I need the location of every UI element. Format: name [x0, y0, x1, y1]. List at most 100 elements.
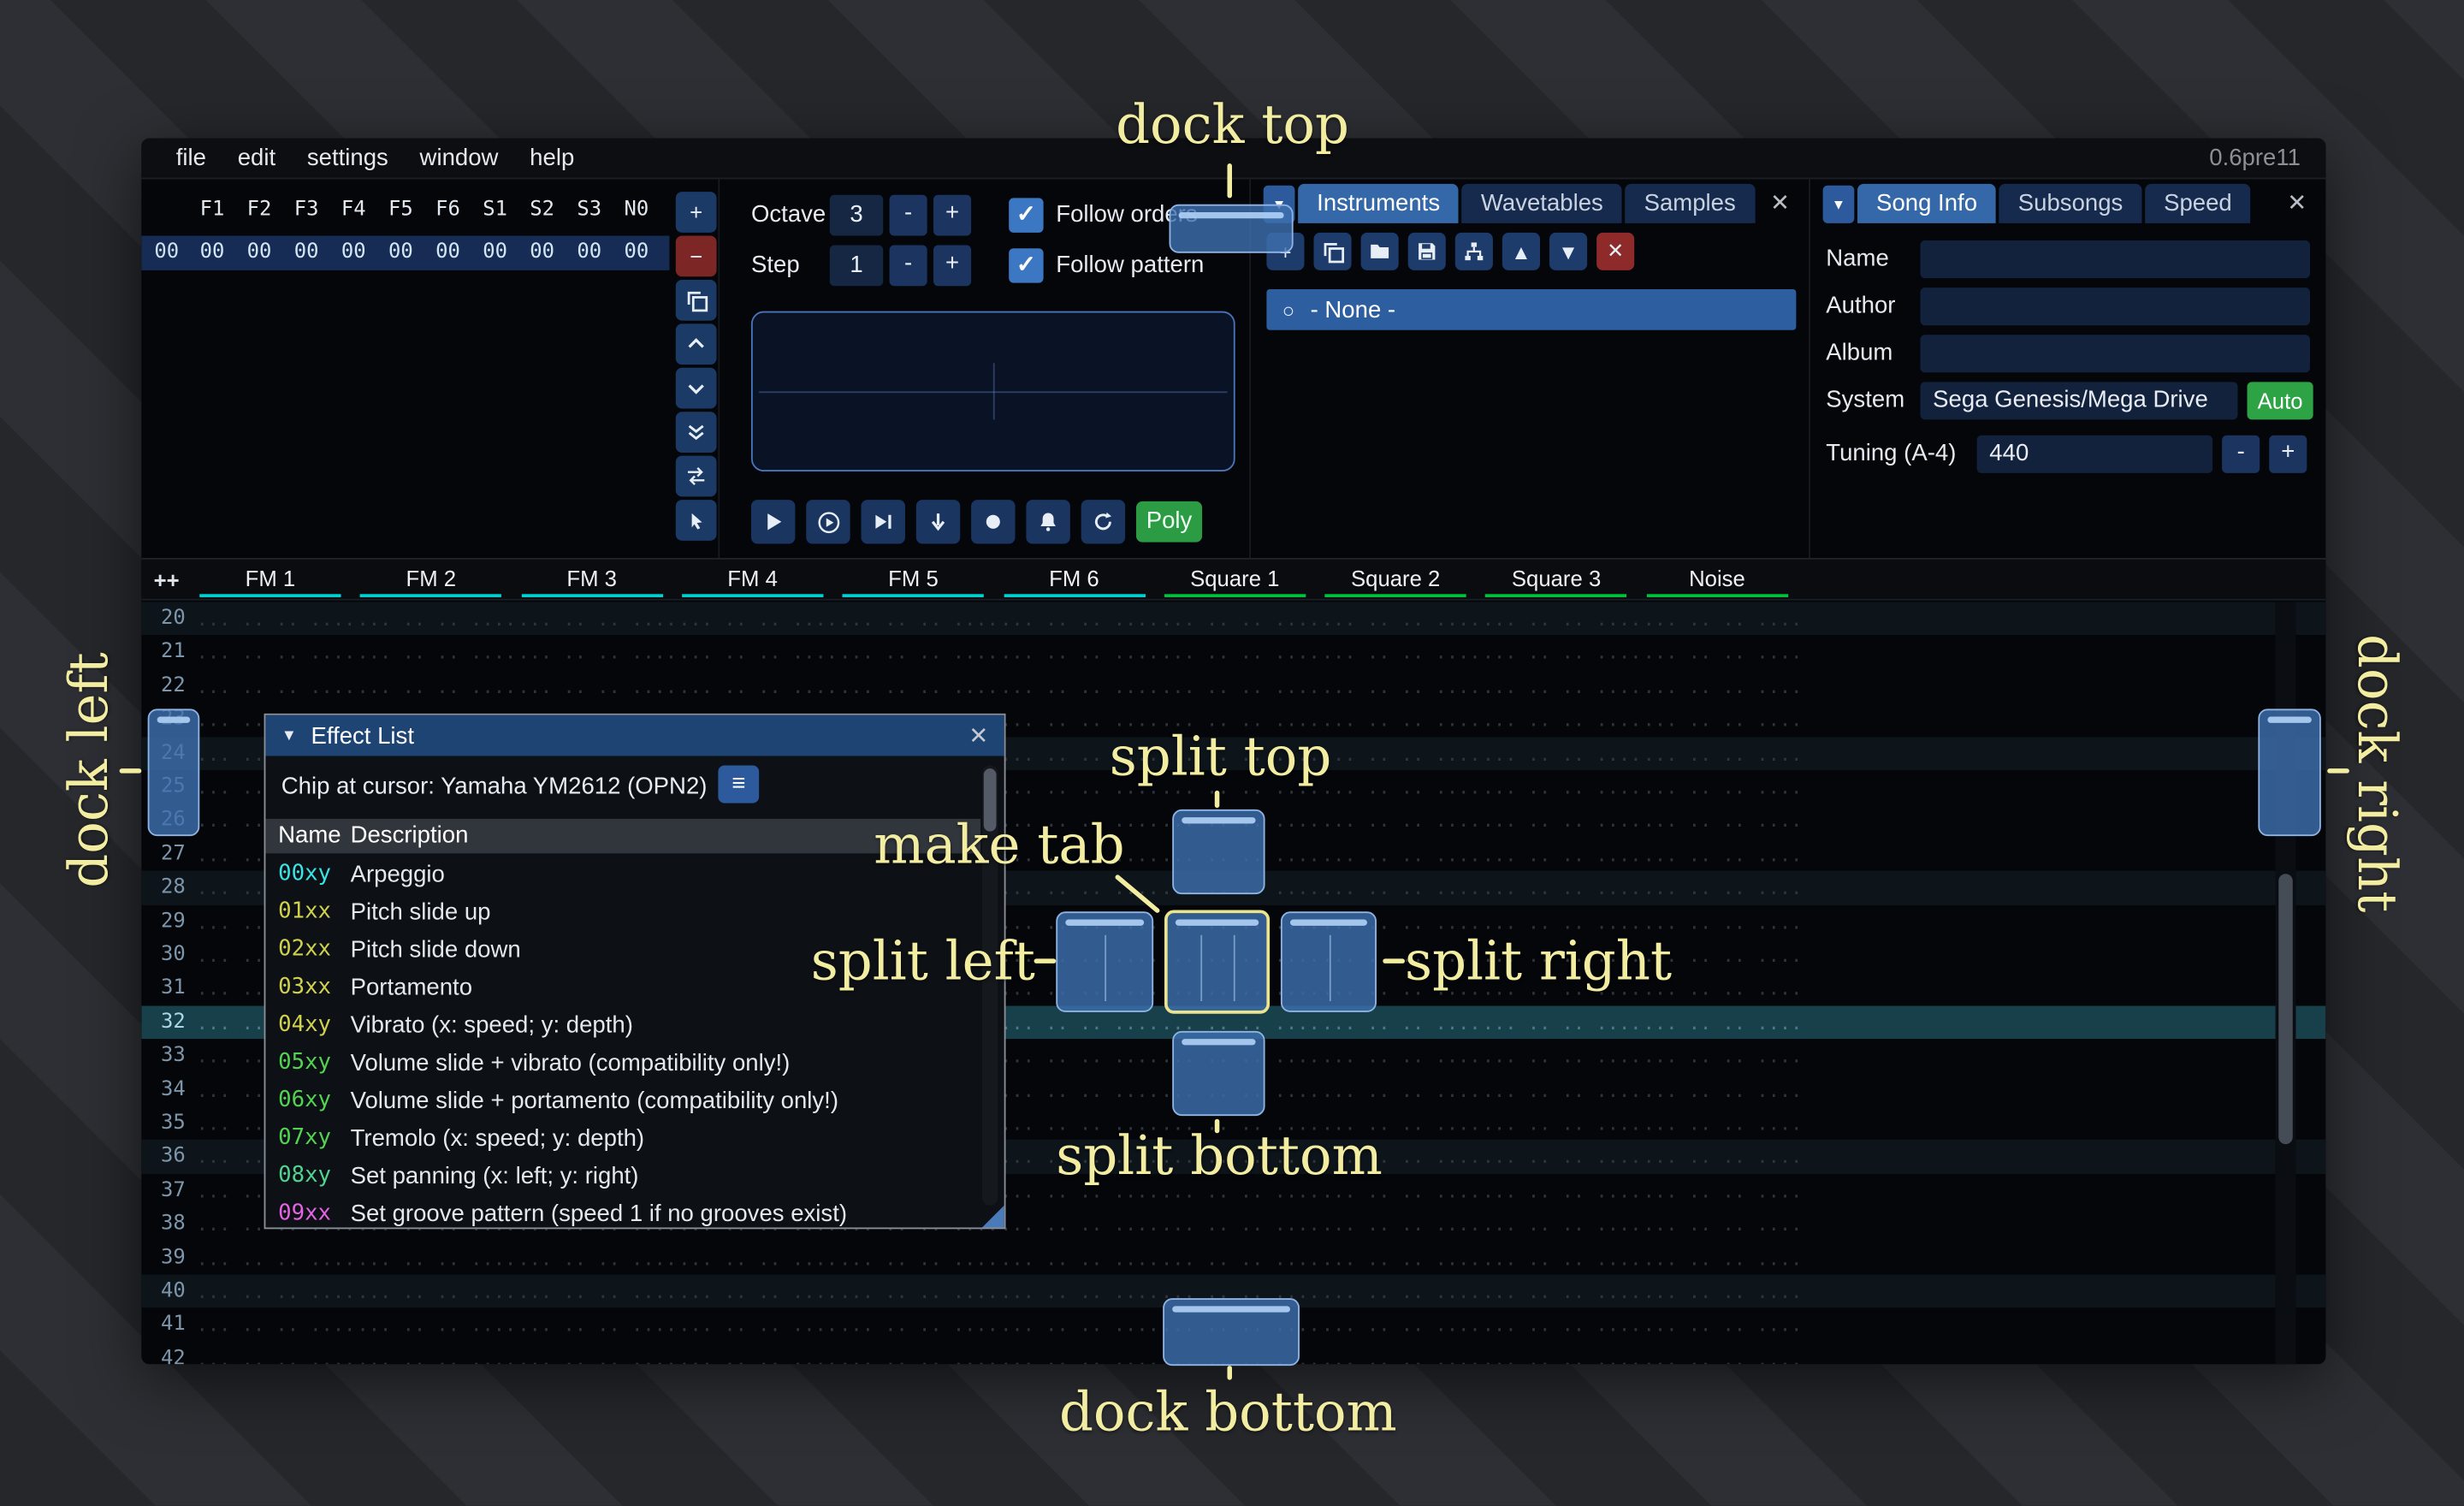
collapse-icon[interactable]: ▼	[281, 726, 297, 744]
split-bottom-target[interactable]	[1172, 1030, 1265, 1117]
pattern-cell[interactable]: ... .. .. ....	[1321, 743, 1481, 765]
deep-clone-order-button[interactable]	[675, 412, 717, 453]
pattern-cell[interactable]: ... .. .. ....	[1482, 1247, 1642, 1270]
pattern-cell[interactable]: ... .. .. ....	[1643, 843, 1803, 866]
pattern-cell[interactable]: ... .. .. ....	[1482, 1045, 1642, 1068]
pattern-cell[interactable]: ... .. .. ....	[1000, 1247, 1159, 1270]
channel-header-square-3[interactable]: Square 3	[1476, 560, 1636, 601]
dock-right-target[interactable]	[2258, 709, 2321, 837]
pattern-cell[interactable]: ... .. .. ....	[1321, 1247, 1481, 1270]
pattern-cell[interactable]: ... .. .. ....	[678, 1280, 838, 1303]
split-left-target[interactable]	[1056, 911, 1154, 1012]
pattern-cell[interactable]: ... .. .. ....	[1482, 1213, 1642, 1236]
pattern-cell[interactable]: ... .. .. ....	[518, 1280, 678, 1303]
pattern-cell[interactable]: ... .. .. ....	[1000, 608, 1159, 631]
pattern-cell[interactable]: ... .. .. ....	[1321, 1180, 1481, 1202]
close-icon[interactable]: ✕	[968, 722, 989, 750]
pattern-cell[interactable]: ... .. .. ....	[1482, 1146, 1642, 1169]
pattern-cell[interactable]: ... .. .. ....	[1321, 1146, 1481, 1169]
move-cursor-down-button[interactable]	[915, 500, 961, 544]
pattern-cell[interactable]: ... .. .. ....	[1482, 1180, 1642, 1202]
pattern-cell[interactable]: ... .. .. ....	[518, 642, 678, 664]
pattern-cell[interactable]: ... .. .. ....	[1643, 1146, 1803, 1169]
make-tab-target[interactable]	[1164, 910, 1270, 1014]
pattern-cell[interactable]: ... .. .. ....	[678, 642, 838, 664]
dock-left-target[interactable]	[147, 709, 200, 837]
order-value[interactable]: 00	[388, 240, 413, 264]
pattern-cell[interactable]: ... .. .. ....	[1643, 1112, 1803, 1135]
pattern-cell[interactable]: ... .. .. ....	[1482, 1112, 1642, 1135]
pattern-cell[interactable]: ... .. .. ....	[1321, 1045, 1481, 1068]
move-order-down-button[interactable]	[675, 367, 717, 409]
pattern-cell[interactable]: ... .. .. ....	[357, 675, 517, 698]
effect-list-menu-button[interactable]: ≡	[718, 765, 760, 803]
pattern-cell[interactable]: ... .. .. ....	[1482, 1079, 1642, 1101]
pattern-cell[interactable]: ... .. .. ....	[1643, 910, 1803, 934]
pattern-cell[interactable]: ... .. .. ....	[1160, 675, 1320, 698]
order-row-number[interactable]: 00	[154, 240, 180, 264]
instrument-list-item[interactable]: ○ - None -	[1266, 288, 1797, 330]
pattern-cell[interactable]: ... .. .. ....	[1000, 642, 1159, 664]
pattern-cell[interactable]: ... .. .. ....	[1643, 1045, 1803, 1068]
pattern-cell[interactable]: ... .. .. ....	[1160, 1247, 1320, 1270]
pattern-cell[interactable]: ... .. .. ....	[1643, 608, 1803, 631]
album-field[interactable]	[1920, 335, 2310, 373]
pattern-cell[interactable]: ... .. .. ....	[196, 1280, 356, 1303]
tuning-decrease-button[interactable]: -	[2222, 435, 2260, 473]
pattern-cell[interactable]: ... .. .. ....	[1321, 1011, 1481, 1035]
pattern-cell[interactable]: ... .. .. ....	[1321, 1348, 1481, 1365]
effect-list-scrollbar[interactable]	[981, 765, 998, 1206]
pattern-cell[interactable]: ... .. .. ....	[1643, 1180, 1803, 1202]
pattern-cell[interactable]: ... .. .. ....	[357, 1280, 517, 1303]
pattern-cell[interactable]: ... .. .. ....	[839, 608, 998, 631]
pattern-scrollbar-thumb[interactable]	[2278, 874, 2293, 1145]
poly-button[interactable]: Poly	[1135, 501, 1203, 543]
pattern-cell[interactable]: ... .. .. ....	[1643, 642, 1803, 664]
pattern-cell[interactable]: ... .. .. ....	[1321, 809, 1481, 833]
name-field[interactable]	[1920, 240, 2310, 279]
pattern-cell[interactable]: ... .. .. ....	[1000, 1348, 1159, 1365]
pattern-cell[interactable]: ... .. .. ....	[1643, 776, 1803, 799]
add-channel-button[interactable]: ++	[153, 567, 180, 593]
pattern-cell[interactable]: ... .. .. ....	[357, 1247, 517, 1270]
pattern-cell[interactable]: ... .. .. ....	[1160, 1011, 1320, 1035]
step-decrease-button[interactable]: -	[889, 245, 927, 287]
pattern-cell[interactable]: ... .. .. ....	[1482, 944, 1642, 967]
dock-top-target[interactable]	[1169, 204, 1294, 253]
pattern-cell[interactable]: ... .. .. ....	[1321, 1280, 1481, 1303]
pattern-cell[interactable]: ... .. .. ....	[196, 642, 356, 664]
pattern-cell[interactable]: ... .. .. ....	[357, 642, 517, 664]
pattern-cell[interactable]: ... .. .. ....	[1000, 675, 1159, 698]
pattern-cell[interactable]: ... .. .. ....	[839, 1314, 998, 1337]
split-top-target[interactable]	[1172, 809, 1265, 895]
pattern-cell[interactable]: ... .. .. ....	[1160, 1146, 1320, 1169]
pattern-cell[interactable]: ... .. .. ....	[1643, 1011, 1803, 1035]
channel-header-fm-4[interactable]: FM 4	[672, 560, 832, 601]
pattern-cell[interactable]: ... .. .. ....	[1321, 1112, 1481, 1135]
menu-settings[interactable]: settings	[306, 144, 388, 172]
pattern-cell[interactable]: ... .. .. ....	[1482, 877, 1642, 899]
effect-list-title-bar[interactable]: ▼ Effect List ✕	[265, 714, 1004, 756]
pattern-cell[interactable]: ... .. .. ....	[1321, 843, 1481, 866]
pattern-cell[interactable]: ... .. .. ....	[1643, 1079, 1803, 1101]
system-field[interactable]: Sega Genesis/Mega Drive	[1920, 382, 2238, 420]
assets-tab-samples[interactable]: Samples	[1625, 183, 1755, 223]
pattern-cell[interactable]: ... .. .. ....	[1160, 743, 1320, 765]
pattern-cell[interactable]: ... .. .. ....	[839, 642, 998, 664]
pattern-cell[interactable]: ... .. .. ....	[678, 1314, 838, 1337]
pattern-cell[interactable]: ... .. .. ....	[1000, 1314, 1159, 1337]
song-tab-speed[interactable]: Speed	[2145, 183, 2251, 223]
channel-header-fm-2[interactable]: FM 2	[351, 560, 511, 601]
tuning-field[interactable]: 440	[1976, 435, 2213, 473]
order-value[interactable]: 00	[483, 240, 507, 264]
move-instrument-up-button[interactable]: ▲	[1502, 232, 1540, 270]
order-value[interactable]: 00	[624, 240, 649, 264]
menu-edit[interactable]: edit	[237, 144, 276, 172]
move-order-up-button[interactable]	[675, 323, 717, 365]
menu-window[interactable]: window	[419, 144, 499, 172]
pattern-cell[interactable]: ... .. .. ....	[357, 608, 517, 631]
